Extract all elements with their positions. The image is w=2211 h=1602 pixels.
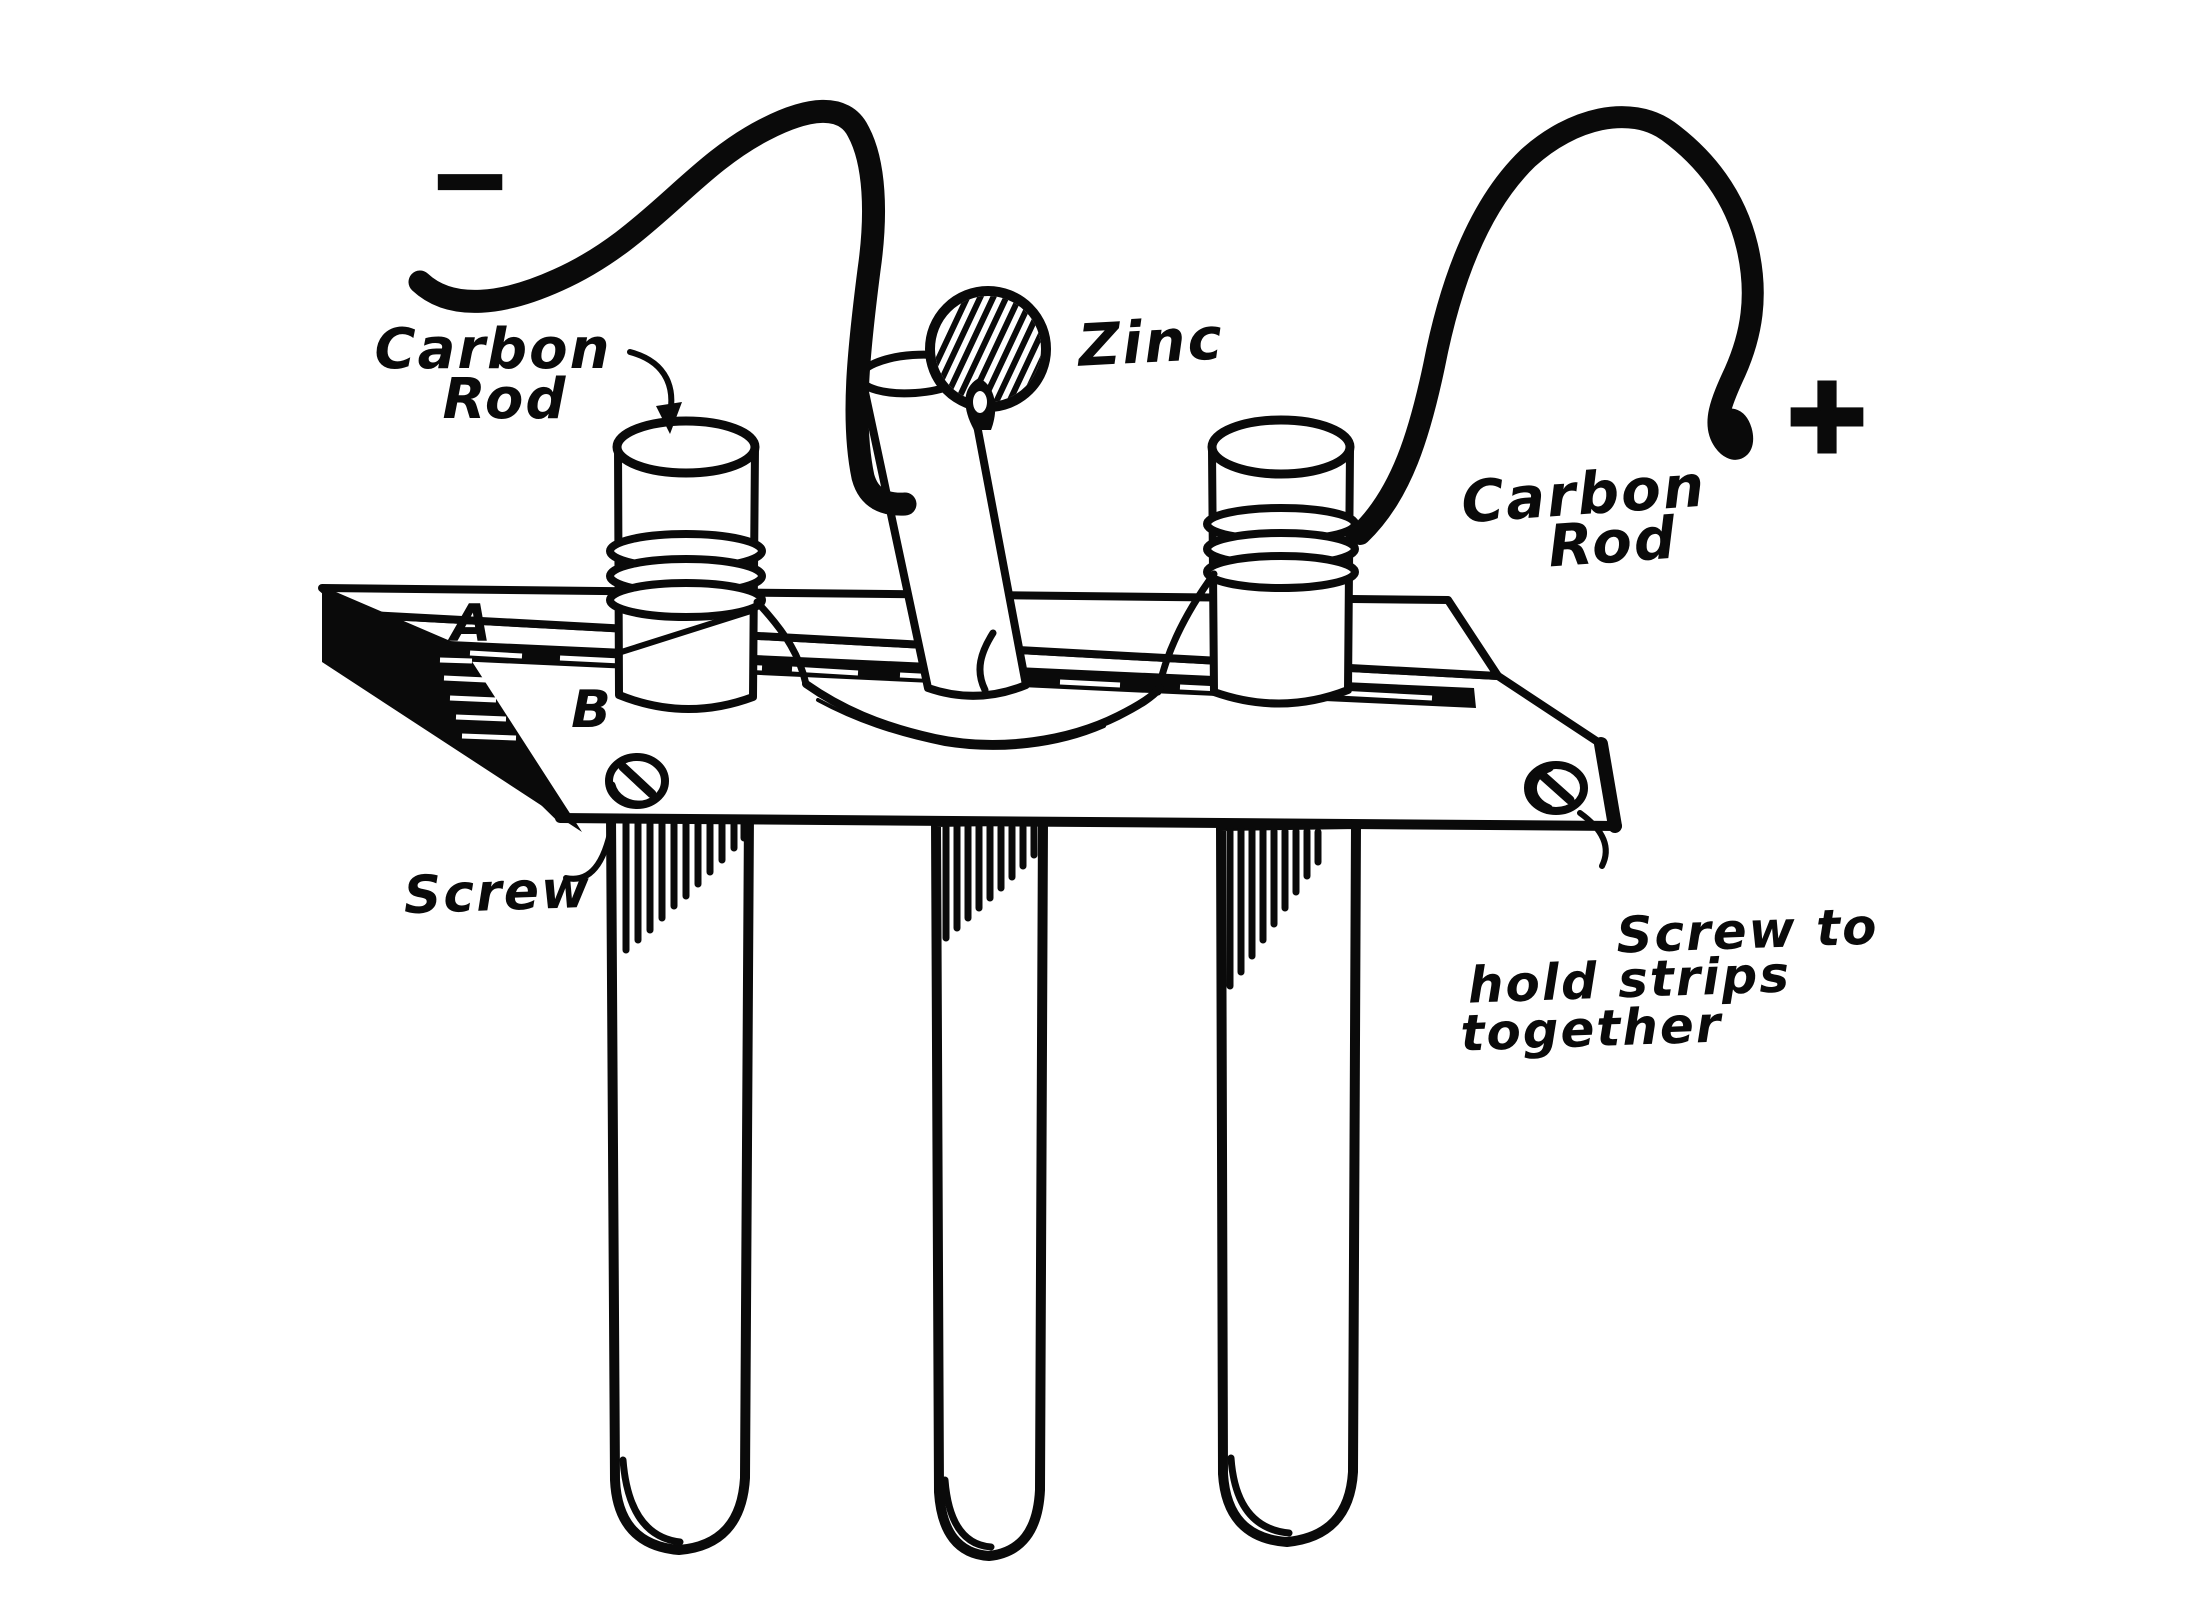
positive-terminal-symbol: +	[1783, 353, 1871, 475]
label-strip-b: B	[571, 680, 613, 740]
label-strip-a: A	[447, 594, 493, 654]
negative-terminal-symbol: −	[430, 125, 510, 235]
left-end-grain-dashes	[439, 657, 517, 741]
leader-screw-right	[1577, 810, 1609, 869]
carbon-rod-left	[606, 416, 810, 713]
screw-right	[1524, 761, 1588, 815]
label-screw-right-line2: hold strips	[1467, 945, 1792, 1014]
tube-bottom-shadow	[619, 1456, 684, 1546]
wire-coil-left	[606, 530, 766, 621]
screw-shade	[608, 781, 646, 808]
board-left-end-shading	[322, 586, 582, 832]
screw-slot	[618, 762, 657, 799]
coil-exit-wire	[753, 598, 810, 688]
screw-left	[605, 753, 669, 809]
label-screw-right-line1: Screw to	[1615, 897, 1879, 964]
hatching-left-tube	[622, 818, 748, 954]
test-tube-middle	[931, 815, 1048, 1561]
label-zinc: Zinc	[1074, 304, 1225, 380]
tube-bottom-shadow	[1227, 1454, 1293, 1537]
hatching-middle-tube	[942, 822, 1038, 942]
connecting-wire	[802, 680, 1164, 750]
label-carbon-rod-left-line2: Rod	[443, 367, 568, 432]
tube-bottom-shadow	[941, 1476, 995, 1551]
label-carbon-rod-right-line2: Rod	[1546, 504, 1680, 581]
screw-shade	[1526, 762, 1554, 814]
label-screw-right-line3: together	[1459, 995, 1724, 1062]
negative-lead-wire	[408, 99, 917, 516]
coil-exit-wire	[1154, 570, 1218, 696]
hatching-right-tube	[1226, 826, 1322, 990]
wire-coil-right	[1203, 504, 1359, 592]
leaders	[563, 349, 1609, 882]
test-tube-left	[606, 807, 754, 1555]
zinc-wire-tail	[976, 629, 997, 694]
rod-top	[1207, 415, 1355, 479]
rod-top	[612, 416, 760, 478]
carbon-rod-right	[1154, 415, 1359, 708]
test-tube-right	[1216, 819, 1361, 1547]
board-bottom-edge	[555, 813, 1622, 831]
label-screw-left: Screw	[403, 860, 592, 926]
leader-arrowhead-icon	[656, 402, 682, 434]
label-carbon-rod-left-line1: Carbon	[375, 317, 612, 382]
screw-slot	[1537, 770, 1575, 805]
board-right-corner	[1594, 737, 1622, 833]
zinc-wick-highlight	[973, 391, 987, 413]
leader-screw-left	[563, 815, 616, 882]
positive-lead-wire	[1349, 106, 1764, 545]
coil-front-pass	[612, 607, 757, 657]
